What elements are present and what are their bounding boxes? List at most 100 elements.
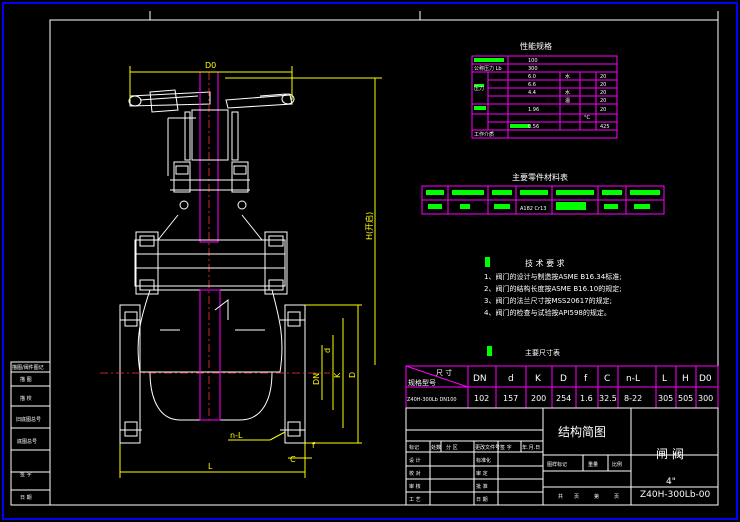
- perf-c1: 温: [565, 97, 570, 104]
- dim-val: 1.6: [580, 394, 593, 403]
- perf-value: 6.0: [528, 74, 536, 80]
- tech-item: 2、阀门的结构长度按ASME B16.10的规定;: [484, 284, 622, 293]
- rev-header: 更改文件号: [475, 444, 500, 451]
- dim-header-top: 尺 寸: [436, 368, 452, 377]
- dim-c: C: [290, 455, 296, 464]
- performance-table: 性能规格 100 公称压力 Lb 300 6.0 水 20 压力 6.6 20 …: [471, 41, 618, 139]
- dim-col: D0: [699, 374, 712, 384]
- dim-col: L: [662, 374, 667, 384]
- dim-header-bottom: 规格型号: [408, 378, 436, 387]
- tb-left-label: 工 艺: [409, 497, 421, 503]
- perf-c2: 425: [600, 124, 610, 130]
- rev-header: 处数: [431, 444, 441, 451]
- strip-label: 日 期: [20, 495, 32, 501]
- dim-l: L: [208, 462, 213, 471]
- perf-value: 300: [528, 66, 538, 72]
- perf-c2: 20: [600, 82, 606, 88]
- product-name: 闸 阀: [656, 447, 684, 461]
- perf-value: 1.96: [528, 107, 539, 113]
- handwheel: [128, 89, 295, 113]
- dim-col: f: [584, 374, 588, 384]
- stage-label: 比例: [612, 461, 622, 468]
- perf-c1: °C: [584, 115, 591, 121]
- dim-col: C: [604, 374, 610, 384]
- dim-val: 254: [556, 394, 571, 403]
- dimension-title: 主要尺寸表: [525, 348, 560, 357]
- tech-item: 3、阀门的法兰尺寸按MSS20617的规定;: [484, 296, 612, 305]
- tb-mid-label: 审 定: [476, 470, 488, 477]
- tb-left-label: 审 核: [409, 483, 421, 490]
- perf-value: 4.4: [528, 90, 536, 96]
- yoke: [157, 71, 263, 420]
- drawing-name: 结构简图: [558, 424, 606, 439]
- dim-val: 200: [531, 394, 546, 403]
- dim-col: H: [682, 374, 689, 384]
- dim-dn: DN: [312, 373, 321, 385]
- perf-value: 0.56: [528, 124, 539, 130]
- perf-label: 工作介质: [474, 131, 494, 138]
- tb-left-label: 设 计: [409, 457, 421, 464]
- tech-title: 技 术 要 求: [525, 258, 565, 268]
- perf-label: 公称压力 Lb: [474, 65, 502, 72]
- flange-left: [119, 304, 141, 444]
- rev-header: 年.月.日: [522, 444, 540, 451]
- strip-label: 签 字: [20, 471, 32, 478]
- perf-label: 压力: [474, 85, 484, 92]
- perf-c2: 20: [600, 107, 606, 113]
- strip-label: 描 校: [20, 395, 32, 402]
- rev-header: 分 区: [446, 444, 458, 451]
- perf-value: 6.6: [528, 82, 536, 88]
- performance-title: 性能规格: [520, 41, 552, 51]
- rev-header: 签 字: [500, 444, 512, 451]
- sheet-label: 第: [594, 493, 599, 500]
- dim-d0: D0: [205, 61, 216, 70]
- strip-label: 旧底图总号: [16, 416, 41, 423]
- tech-requirements: 技 术 要 求 1、阀门的设计与制造按ASME B16.34标准; 2、阀门的结…: [484, 257, 622, 317]
- dim-nl: n-L: [230, 431, 243, 440]
- bonnet-flange: [134, 231, 288, 295]
- dim-val: 157: [503, 394, 518, 403]
- sheet-label: 页: [614, 494, 619, 500]
- sheet-label: 页: [574, 494, 579, 500]
- materials-cell: A182 Cr13: [520, 206, 546, 212]
- perf-c2: 20: [600, 98, 606, 104]
- dim-val: 305: [658, 394, 673, 403]
- dim-d-big: D: [348, 372, 357, 378]
- flange-right: [284, 304, 306, 444]
- product-model: Z40H-300Lb-00: [640, 490, 711, 500]
- dim-col: D: [560, 374, 567, 384]
- valve-drawing: [100, 71, 330, 444]
- tb-left-label: 校 对: [409, 470, 421, 477]
- strip-label: 描图/阀件图记: [12, 364, 44, 371]
- dim-val: 505: [678, 394, 693, 403]
- dim-d: d: [323, 348, 332, 353]
- perf-c1: 水: [565, 73, 570, 80]
- dim-col: DN: [473, 374, 487, 384]
- dim-val: 32.5: [599, 394, 617, 403]
- stage-label: 图样标记: [547, 461, 567, 468]
- perf-c2: 20: [600, 90, 606, 96]
- title-block: 标记 处数 分 区 更改文件号 签 字 年.月.日 设 计 校 对 审 核 工 …: [405, 407, 719, 506]
- tech-item: 1、阀门的设计与制造按ASME B16.34标准;: [484, 272, 622, 281]
- dim-f: f: [312, 441, 315, 450]
- sheet-label: 共: [558, 493, 563, 500]
- dim-col: K: [535, 374, 542, 384]
- dim-val: 300: [698, 394, 713, 403]
- dim-model: Z40H-300Lb DN100: [407, 397, 457, 403]
- perf-c2: 20: [600, 74, 606, 80]
- tb-mid-label: 批 准: [476, 483, 488, 490]
- dim-col: d: [508, 374, 514, 384]
- perf-value: 100: [528, 58, 538, 64]
- dimension-table: 主要尺寸表 尺 寸 规格型号 DN d K D f C n-L L H D0 Z…: [405, 346, 719, 409]
- dim-k: K: [333, 372, 342, 378]
- materials-table: 主要零件材料表 A182 Cr13: [421, 172, 665, 215]
- tech-item: 4、阀门的检查与试验按API598的规定。: [484, 308, 611, 317]
- perf-c1: 水: [565, 89, 570, 96]
- strip-label: 底图总号: [17, 438, 37, 445]
- materials-title: 主要零件材料表: [512, 172, 568, 182]
- valve-body: [119, 289, 306, 431]
- strip-label: 描 图: [20, 376, 32, 383]
